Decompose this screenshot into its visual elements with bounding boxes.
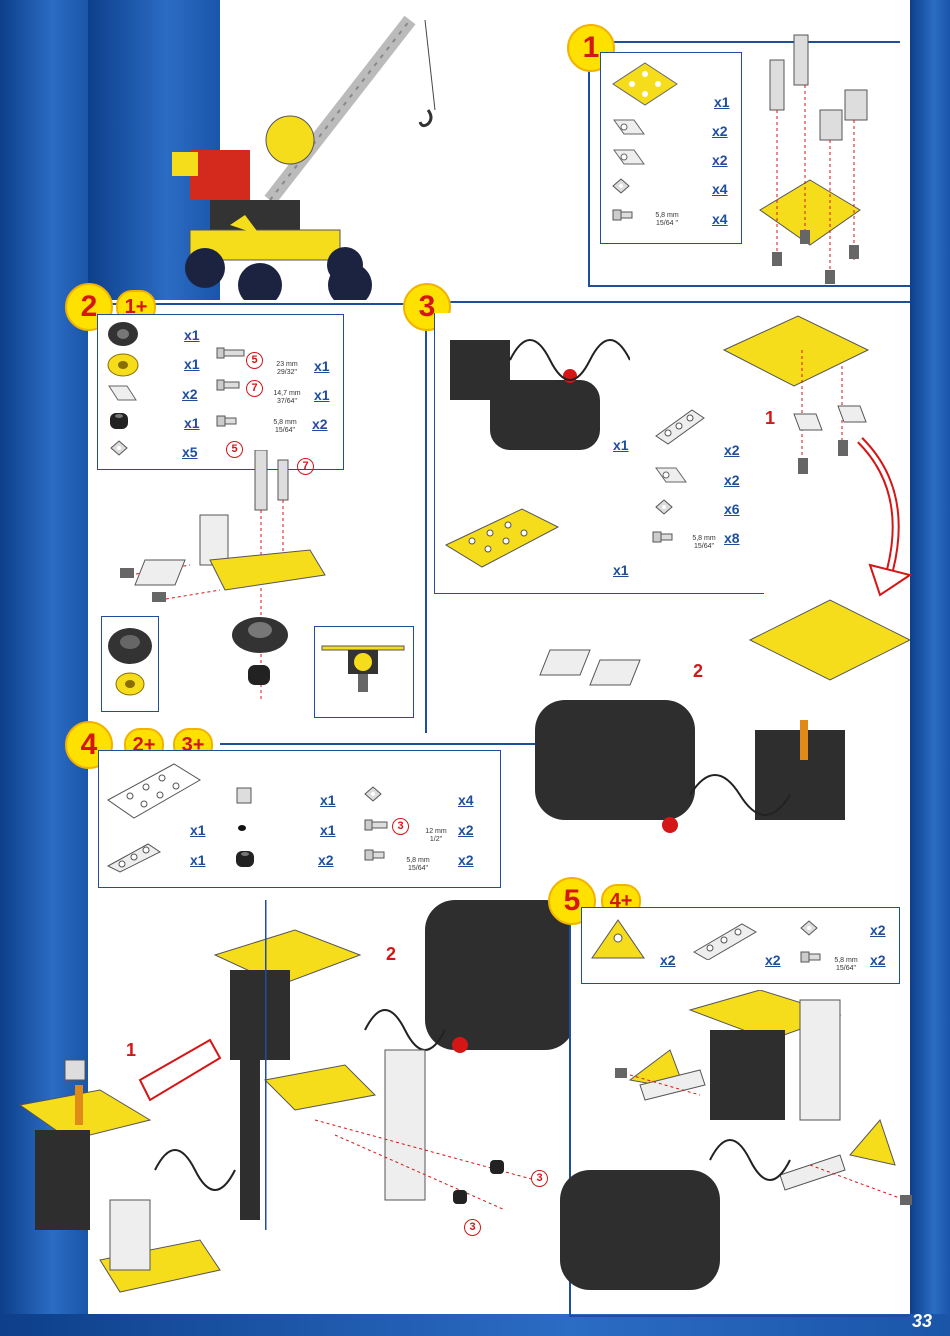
long-screw-icon (216, 346, 246, 360)
step2-size-circle-5: 5 (246, 352, 263, 369)
flat-strip-icon (652, 406, 708, 446)
step5-qty-nut: x2 (870, 922, 886, 938)
step5-assembly-illustration (560, 990, 920, 1310)
nut-icon (364, 786, 382, 802)
step4-qty-spacer: x2 (318, 852, 334, 868)
bottom-blue-band (0, 1314, 950, 1336)
step5-qty-strip: x2 (765, 952, 781, 968)
step2-qty-pulley: x1 (184, 356, 200, 372)
flat-strip-icon (104, 840, 164, 874)
step1-qty-nut: x4 (712, 181, 728, 197)
step3-rule (445, 301, 910, 303)
axle-section-detail-icon (318, 630, 408, 712)
step4-qty-strip: x1 (190, 852, 206, 868)
step3-qty-motor: x1 (613, 437, 629, 453)
step5-bottom-rule (569, 1315, 909, 1317)
medium-screw-icon (216, 378, 242, 392)
screw-icon (652, 530, 674, 544)
angle-bracket-icon (610, 114, 650, 144)
step1-qty-plate: x1 (714, 94, 730, 110)
flat-plate-icon (104, 760, 204, 822)
step3-lower-assembly-illustration (530, 570, 910, 880)
flat-strip-icon (690, 920, 760, 960)
screw-icon (612, 208, 634, 222)
step4-size-circle-3: 3 (392, 818, 409, 835)
nut-icon (800, 920, 818, 936)
step4-qty-flat-plate: x1 (190, 822, 206, 838)
step1-qty-bracket-a: x2 (712, 123, 728, 139)
page-number: 33 (912, 1311, 932, 1332)
screw-icon (364, 848, 386, 862)
step4-qty-screw-12: x2 (458, 822, 474, 838)
screw-icon (800, 950, 822, 964)
step4-screw-size: 5,8 mm15/64" (396, 857, 440, 873)
grub-screw-icon (236, 823, 248, 833)
crane-model-illustration (150, 0, 440, 300)
tire-icon (106, 320, 140, 348)
step2-qty-long-screw: x1 (314, 358, 330, 374)
collar-icon (236, 786, 252, 804)
triangle-plate-icon (588, 916, 648, 966)
step1-assembly-illustration (750, 30, 870, 290)
step5-qty-triangle: x2 (660, 952, 676, 968)
angle-bracket-icon (652, 462, 692, 492)
step2-qty-screw: x2 (312, 416, 328, 432)
nut-icon (612, 178, 630, 194)
wheel-pulley-detail-icon (104, 620, 156, 706)
step5-qty-screw: x2 (870, 952, 886, 968)
flanged-plate-icon (442, 505, 562, 575)
step4-assembly-illustration (15, 900, 570, 1315)
step2-rule-vert (425, 303, 427, 733)
step2-size-23: 23 mm29/32" (265, 361, 309, 377)
step1-qty-screw: x4 (712, 211, 728, 227)
step2-qty-bracket: x2 (182, 386, 198, 402)
nut-icon (655, 499, 673, 515)
step3-qty-screw: x8 (724, 530, 740, 546)
step2-qty-medium-screw: x1 (314, 387, 330, 403)
step1-rule-vert (588, 55, 590, 285)
step2-qty-spacer: x1 (184, 415, 200, 431)
step1-qty-bracket-b: x2 (712, 152, 728, 168)
step1-square-plate-icon (610, 60, 680, 110)
step4-qty-collar: x1 (320, 792, 336, 808)
step4-qty-nut: x4 (458, 792, 474, 808)
spacer-icon (234, 848, 256, 870)
step4-qty-screw: x2 (458, 852, 474, 868)
spacer-icon (108, 410, 130, 432)
step2-qty-tire: x1 (184, 327, 200, 343)
medium-screw-icon (364, 818, 390, 832)
motor-battery-icon (440, 320, 630, 460)
step3-qty-nut: x6 (724, 501, 740, 517)
angle-bracket-icon (106, 382, 140, 406)
screw-icon (216, 414, 238, 428)
step4-qty-grub-screw: x1 (320, 822, 336, 838)
angle-bracket-icon (610, 144, 650, 174)
pulley-icon (106, 352, 140, 378)
step2-size-circle-7: 7 (246, 380, 263, 397)
step4-rule (220, 743, 535, 745)
